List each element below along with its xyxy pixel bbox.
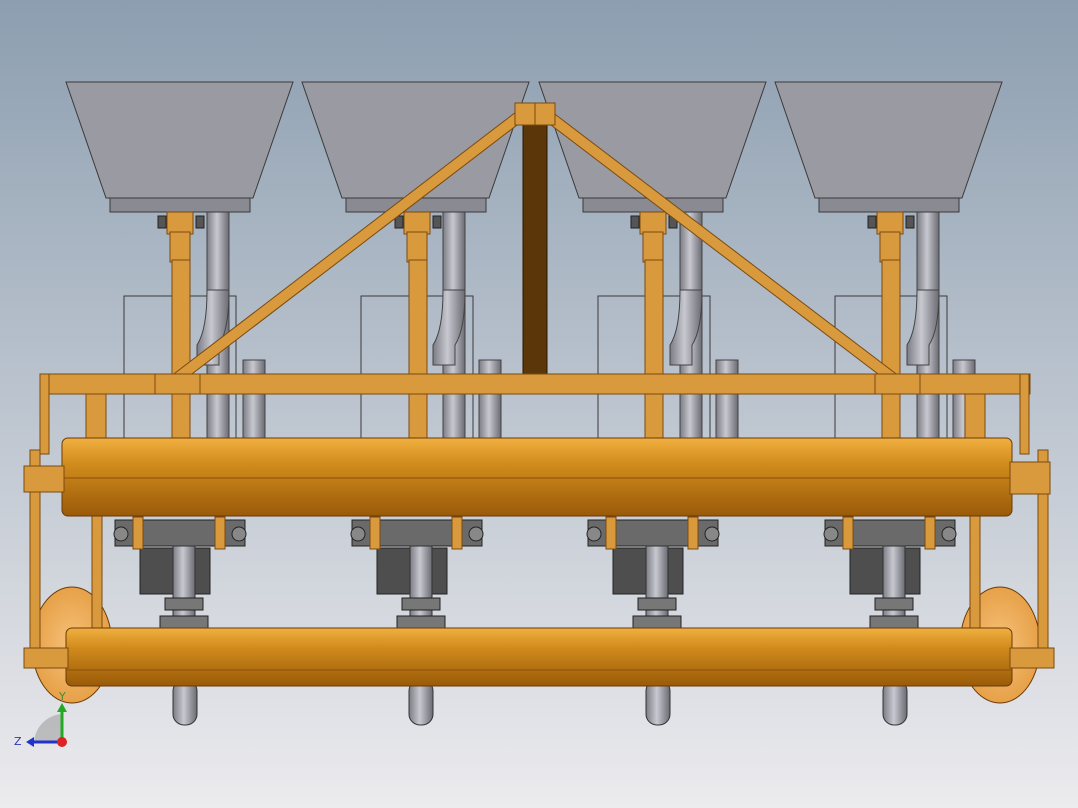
left-diagonal-brace[interactable]: [171, 108, 529, 384]
right-inner-strut: [969, 514, 981, 636]
metering-unit-1-nut-left: [113, 526, 129, 542]
hopper-2-body: [301, 81, 530, 199]
post-1-cap: [166, 211, 194, 235]
left-end-plate: [39, 373, 50, 455]
post-3-upper: [642, 231, 664, 263]
metering-unit-4-tab-left: [842, 516, 854, 550]
x-axis-dot: [57, 737, 67, 747]
furrow-opener-1[interactable]: [172, 679, 198, 726]
metering-unit-2-nut-right: [468, 526, 484, 542]
lower-roller[interactable]: [23, 627, 1055, 687]
frame[interactable]: [39, 102, 1031, 455]
hopper-1[interactable]: [65, 81, 294, 213]
metering-unit-2-tab-left: [369, 516, 381, 550]
metering-unit-3-tube-clamp: [637, 597, 677, 611]
upper-roller-axle-left: [23, 465, 65, 493]
metering-unit-4-nut-right: [941, 526, 957, 542]
lower-roller-body: [65, 627, 1013, 687]
post-2: [408, 259, 428, 446]
metering-unit-3[interactable]: [586, 516, 720, 632]
metering-unit-3-nut-right: [704, 526, 720, 542]
metering-unit-4-nut-left: [823, 526, 839, 542]
metering-unit-2-tube-clamp: [401, 597, 441, 611]
metering-unit-4-tube-clamp-lower: [869, 615, 919, 629]
metering-unit-2-tube-clamp-lower: [396, 615, 446, 629]
metering-unit-1-nut-right: [231, 526, 247, 542]
post-4-cap: [876, 211, 904, 235]
metering-unit-2-tab-right: [451, 516, 463, 550]
metering-unit-4-tube-clamp: [874, 597, 914, 611]
right-end-plate: [1019, 373, 1030, 455]
right-side-post: [964, 393, 986, 445]
metering-unit-3-tab-right: [687, 516, 699, 550]
post-3-bolt-left: [630, 215, 640, 229]
upper-roller[interactable]: [23, 437, 1051, 517]
furrow-opener-2[interactable]: [408, 679, 434, 726]
front-components[interactable]: [23, 437, 1055, 726]
triad-shadow: [34, 714, 62, 742]
metering-unit-1-tube-clamp-lower: [159, 615, 209, 629]
metering-unit-1-tube-clamp: [164, 597, 204, 611]
post-3-cap: [639, 211, 667, 235]
post-4-upper: [879, 231, 901, 263]
metering-unit-2[interactable]: [350, 516, 484, 632]
metering-unit-3-tube-clamp-lower: [632, 615, 682, 629]
metering-unit-1-tab-right: [214, 516, 226, 550]
seed-tube-4-bend: [906, 289, 940, 366]
seed-tube-3-lower: [715, 359, 739, 441]
seed-tube-2-lower: [478, 359, 502, 441]
left-brace-joint: [154, 373, 201, 395]
lower-roller-axle-right: [1009, 647, 1055, 669]
post-4: [881, 259, 901, 446]
seed-tube-1-bend: [196, 289, 230, 366]
hopper-3[interactable]: [538, 81, 767, 213]
seed-tube-2-bend: [432, 289, 466, 366]
metering-unit-3-nut-left: [586, 526, 602, 542]
metering-unit-2-nut-left: [350, 526, 366, 542]
post-1: [171, 259, 191, 446]
post-1-upper: [169, 231, 191, 263]
right-brace-joint: [874, 373, 921, 395]
metering-unit-1-tab-left: [132, 516, 144, 550]
metering-unit-4[interactable]: [823, 516, 957, 632]
post-2-upper: [406, 231, 428, 263]
seed-tube-3-bend: [669, 289, 703, 366]
hopper-4-base: [818, 197, 960, 213]
furrow-opener-4[interactable]: [882, 679, 908, 726]
z-axis-label: Z: [14, 735, 22, 748]
seed-tube-1-lower: [242, 359, 266, 441]
post-2-cap: [403, 211, 431, 235]
hopper-4[interactable]: [774, 81, 1003, 213]
metering-unit-4-tab-right: [924, 516, 936, 550]
y-axis-head: [57, 703, 67, 712]
metering-unit-3-tab-left: [605, 516, 617, 550]
post-3: [644, 259, 664, 446]
z-axis-head: [26, 737, 34, 747]
cross-beam[interactable]: [47, 373, 1031, 395]
hopper-1-base: [109, 197, 251, 213]
hopper-4-body: [774, 81, 1003, 199]
hopper-3-body: [538, 81, 767, 199]
y-axis-label: Y: [58, 690, 66, 703]
post-1-bolt-right: [195, 215, 205, 229]
lower-roller-axle-left: [23, 647, 69, 669]
axis-triad[interactable]: Y Z: [14, 690, 67, 748]
post-4-bolt-right: [905, 215, 915, 229]
central-mast[interactable]: [522, 124, 548, 376]
left-inner-strut: [91, 514, 103, 636]
upper-roller-body: [61, 437, 1013, 517]
hopper-2[interactable]: [301, 81, 530, 213]
post-4-bolt-left: [867, 215, 877, 229]
left-side-post: [85, 393, 107, 445]
furrow-opener-3[interactable]: [645, 679, 671, 726]
upper-roller-axle-right: [1009, 461, 1051, 495]
hopper-1-body: [65, 81, 294, 199]
metering-unit-1[interactable]: [113, 516, 247, 632]
post-2-bolt-right: [432, 215, 442, 229]
post-1-bolt-left: [157, 215, 167, 229]
hoppers[interactable]: [65, 81, 1003, 213]
right-diagonal-brace[interactable]: [539, 108, 899, 384]
